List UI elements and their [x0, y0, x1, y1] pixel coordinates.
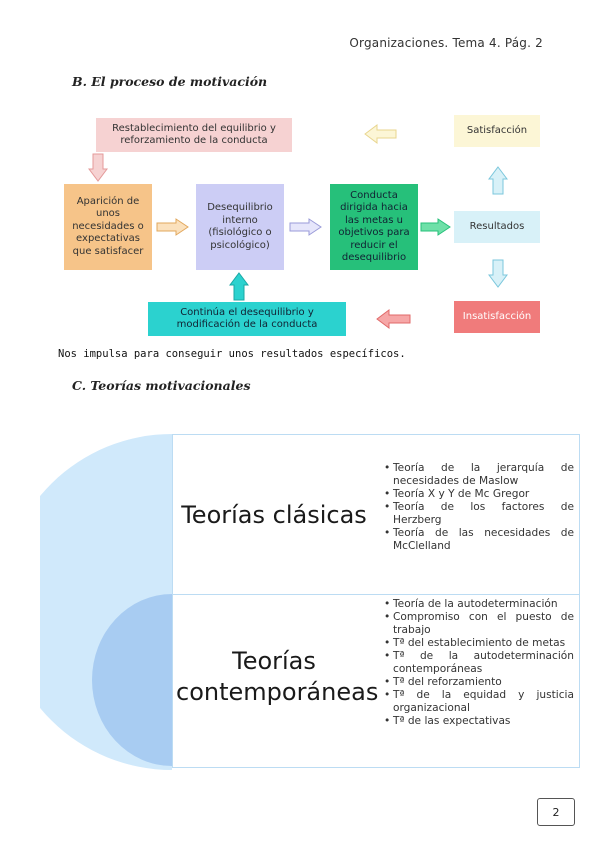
- arrow-up-teal-icon: [229, 272, 249, 301]
- section-c-title: C. Teorías motivacionales: [72, 378, 251, 393]
- list-item: Tª del reforzamiento: [384, 676, 574, 689]
- arrow-left-yellow-icon: [364, 124, 397, 144]
- arrow-down-cyan-icon: [488, 259, 508, 288]
- box-insatisfaccion: Insatisfacción: [454, 301, 540, 333]
- box-continua: Continúa el desequilibrio y modificación…: [148, 302, 346, 336]
- list-item: Tª de las expectativas: [384, 715, 574, 728]
- arrow-up-cyan-icon: [488, 166, 508, 195]
- section-b-title: B. El proceso de motivación: [72, 74, 268, 89]
- clasicas-title: Teorías clásicas: [181, 501, 367, 529]
- box-desequilibrio: Desequilibrio interno (fisiológico o psi…: [196, 184, 284, 270]
- contemporaneas-title: Teorías contemporáneas: [176, 647, 379, 706]
- box-resultados: Resultados: [454, 211, 540, 243]
- clasicas-list: Teoría de la jerarquía de necesidades de…: [384, 462, 574, 553]
- list-item: Teoría de la jerarquía de necesidades de…: [384, 462, 574, 488]
- box-aparicion: Aparición de unos necesidades o expectat…: [64, 184, 152, 270]
- arrow-right-orange-icon: [156, 218, 189, 236]
- box-restablecimiento: Restablecimiento del equilibrio y reforz…: [96, 118, 292, 152]
- arrow-right-green-icon: [420, 218, 451, 236]
- box-conducta: Conducta dirigida hacia las metas u obje…: [330, 184, 418, 270]
- diagram-caption: Nos impulsa para conseguir unos resultad…: [58, 348, 406, 360]
- list-item: Teoría de los factores de Herzberg: [384, 501, 574, 527]
- list-item: Tª del establecimiento de metas: [384, 637, 574, 650]
- list-item: Tª de la autodeterminación contemporánea…: [384, 650, 574, 676]
- list-item: Teoría X y Y de Mc Gregor: [384, 488, 574, 501]
- arrow-down-pink-icon: [88, 153, 108, 182]
- arrow-left-red-icon: [376, 309, 411, 329]
- arrow-right-purple-icon: [289, 218, 322, 236]
- list-item: Teoría de la autodeterminación: [384, 598, 574, 611]
- contemporaneas-list: Teoría de la autodeterminación Compromis…: [384, 598, 574, 728]
- box-satisfaccion: Satisfacción: [454, 115, 540, 147]
- list-item: Teoría de las necesidades de McClelland: [384, 527, 574, 553]
- page-number: 2: [537, 798, 575, 826]
- theories-arc-decoration: [40, 434, 172, 770]
- page-header: Organizaciones. Tema 4. Pág. 2: [349, 36, 543, 50]
- list-item: Compromiso con el puesto de trabajo: [384, 611, 574, 637]
- list-item: Tª de la equidad y justicia organizacion…: [384, 689, 574, 715]
